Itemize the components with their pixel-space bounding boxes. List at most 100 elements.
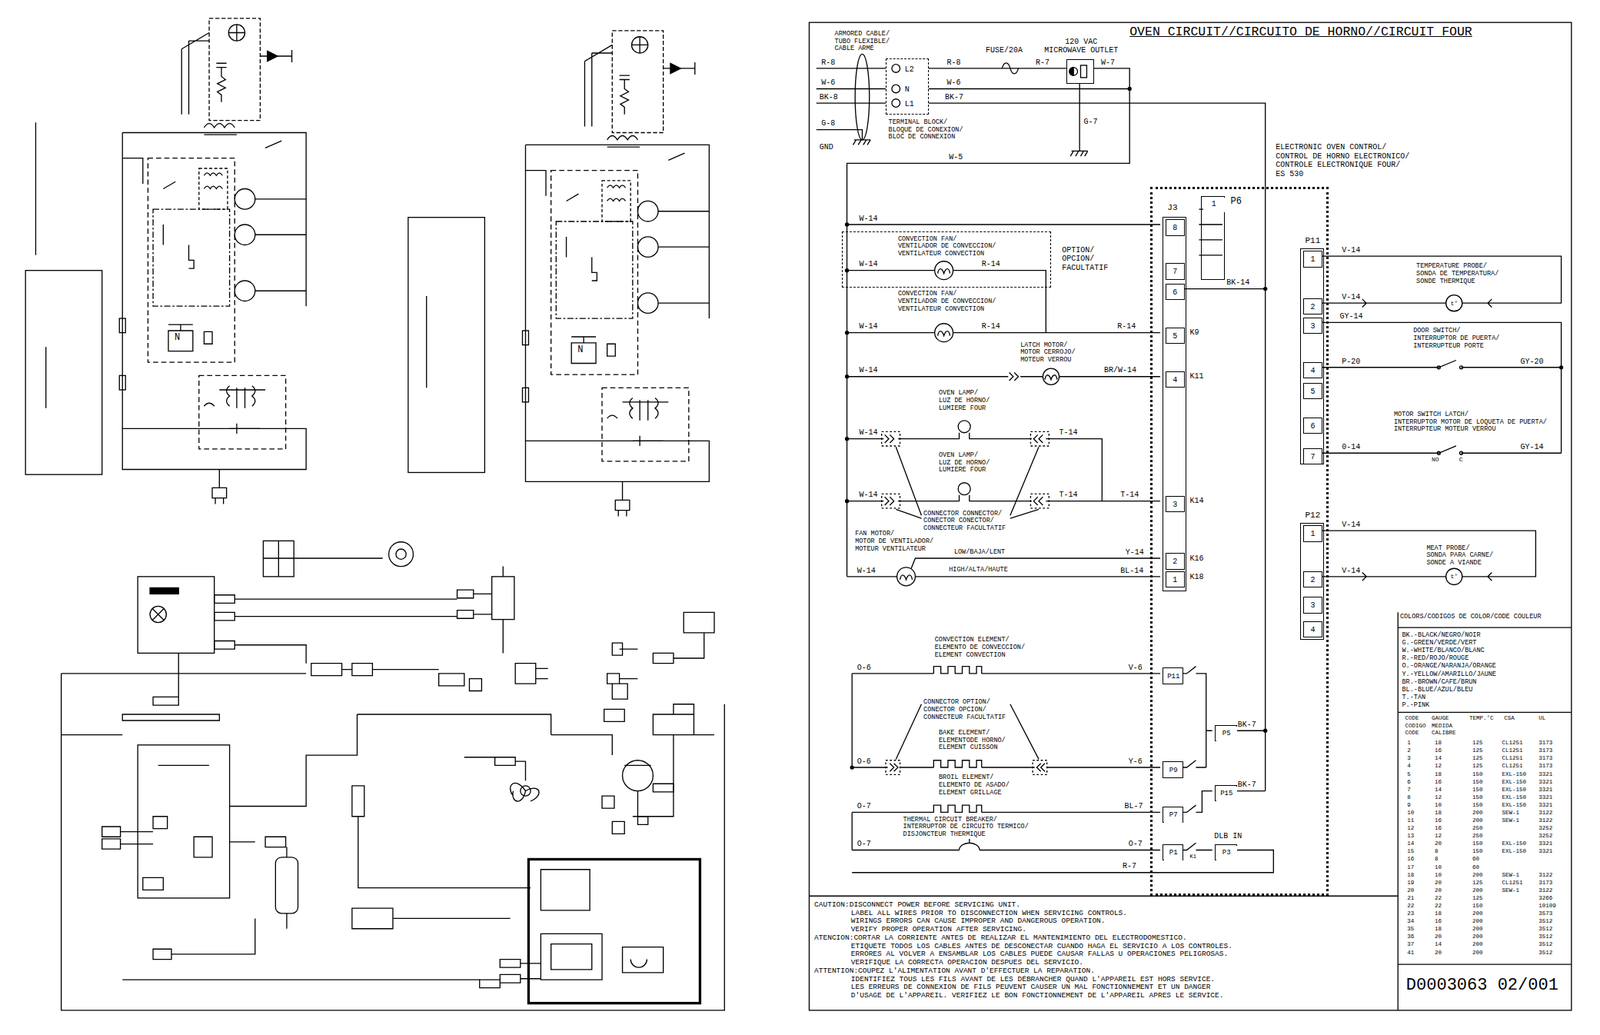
text-line: N bbox=[904, 85, 910, 95]
drawing-line bbox=[808, 22, 1571, 1011]
drawing-line bbox=[102, 826, 154, 849]
text-line: 125 bbox=[1472, 755, 1484, 762]
text-line: 4 bbox=[1407, 762, 1411, 770]
text-line: 125 bbox=[1472, 739, 1484, 747]
text-line: MOTOR CERROJO/ bbox=[1020, 349, 1075, 357]
text-line: T-14 bbox=[1059, 490, 1078, 500]
wire-code: BK-7 bbox=[944, 93, 964, 103]
node-label: TERMINAL BLOCK/ BLOQUE DE CONEXION/ BLOC… bbox=[888, 119, 964, 142]
text-line: 1 bbox=[1303, 525, 1322, 543]
table-cell: 3173 bbox=[1538, 755, 1553, 762]
table-cell: 14 bbox=[1434, 755, 1442, 762]
text-line: G-8 bbox=[821, 119, 835, 129]
text-line: SONDE A VIANDE bbox=[1426, 559, 1494, 568]
table-cell: 200 bbox=[1472, 809, 1484, 817]
text-line: DOOR SWITCH/ bbox=[1413, 327, 1500, 336]
table-cell: 200 bbox=[1472, 817, 1484, 825]
text-line: P1 bbox=[1164, 845, 1183, 861]
text-line: BL-14 bbox=[1120, 566, 1144, 576]
drawing-line bbox=[851, 804, 1161, 812]
drawing-line bbox=[1446, 568, 1463, 585]
text-line: 150 bbox=[1472, 778, 1484, 786]
drawing-line bbox=[234, 593, 492, 663]
text-line: 15 bbox=[1407, 848, 1414, 855]
text-line: 8 bbox=[1407, 794, 1411, 802]
drawing-line bbox=[854, 53, 870, 140]
pin-number: 6 bbox=[1303, 417, 1323, 434]
text-line: SONDE THERMIQUE bbox=[1416, 278, 1499, 287]
drawing-line bbox=[604, 642, 639, 722]
table-cell: 10109 bbox=[1538, 902, 1557, 910]
color-code: T.-TAN bbox=[1402, 694, 1427, 702]
text-line: P11 bbox=[1164, 669, 1183, 685]
text-line: W-5 bbox=[948, 153, 963, 163]
drawing-line bbox=[61, 735, 480, 981]
table-cell: 200 bbox=[1472, 871, 1484, 879]
pin-number: 1 bbox=[1165, 571, 1185, 588]
text-line: BK-14 bbox=[1226, 278, 1250, 288]
text-line: BAKE ELEMENT/ bbox=[938, 729, 1006, 738]
text-line: EXL-150 bbox=[1502, 848, 1527, 855]
table-cell: 3122 bbox=[1538, 871, 1553, 879]
part-label: ARMORED CABLE/ TUBO FLEXIBLE/ CABLE ARMÉ bbox=[834, 30, 890, 54]
drawing-line bbox=[25, 270, 103, 475]
part-label: THERMAL CIRCUIT BREAKER/ INTERRUPTOR DE … bbox=[903, 816, 1029, 839]
text-line: ATENCION:CORTAR LA CORRIENTE ANTES DE RE… bbox=[814, 934, 1188, 943]
drawing-line bbox=[119, 18, 307, 505]
drawing-line bbox=[502, 566, 504, 654]
text-line: t° bbox=[1450, 299, 1459, 307]
table-cell: 16 bbox=[1434, 747, 1442, 755]
text-line: VENTILADOR DE CONVECCION/ bbox=[898, 298, 997, 307]
connector-block: P111234567 bbox=[1300, 248, 1324, 465]
text-line: CODIGO bbox=[1405, 722, 1427, 730]
drawing-line bbox=[851, 760, 1161, 772]
text-line: SONDA PARA CARNE/ bbox=[1426, 552, 1494, 560]
drawing-line bbox=[234, 189, 256, 210]
wire-code: BK-8 bbox=[819, 93, 839, 103]
text-line: NO bbox=[1431, 455, 1440, 463]
table-cell: 18 bbox=[1407, 871, 1414, 879]
text-line: MEAT PROBE/ bbox=[1426, 545, 1494, 553]
text-line: EXL-150 bbox=[1502, 801, 1527, 809]
text-line: INTERRUPTEUR PORTE bbox=[1413, 342, 1500, 351]
part-label: MEAT PROBE/ SONDA PARA CARNE/ SONDE A VI… bbox=[1426, 545, 1494, 568]
drawing-line bbox=[1437, 365, 1441, 370]
text-line: BROIL ELEMENT/ bbox=[938, 774, 1010, 782]
table-cell: 150 bbox=[1472, 840, 1484, 848]
drawing-line bbox=[522, 30, 710, 517]
wire-code: G-8 bbox=[821, 119, 835, 129]
text-line: CONVECTION FAN/ bbox=[898, 236, 997, 244]
drawing-line bbox=[847, 432, 1103, 502]
text-line: 60 bbox=[1472, 855, 1480, 863]
wire-code: P-20 bbox=[1341, 357, 1361, 367]
pin-number: 1 bbox=[1203, 197, 1225, 213]
text-line: 13 bbox=[1407, 832, 1414, 840]
table-cell: 8 bbox=[1407, 794, 1411, 802]
text-line: 22 bbox=[1434, 894, 1442, 902]
pin-number: 8 bbox=[1165, 219, 1185, 236]
relay-label: K9 bbox=[1189, 328, 1199, 338]
text-line: 150 bbox=[1472, 771, 1484, 779]
text-line: K16 bbox=[1189, 554, 1204, 564]
relay-terminal: P15 bbox=[1214, 785, 1238, 802]
wire-code: V-14 bbox=[1341, 520, 1361, 530]
table-cell: 36 bbox=[1407, 933, 1414, 941]
text-line: 3321 bbox=[1538, 801, 1553, 809]
drawing-line bbox=[895, 446, 1039, 519]
table-header: CODE bbox=[1405, 729, 1420, 737]
table-cell: 9 bbox=[1407, 801, 1411, 809]
text-line: OVEN LAMP/ bbox=[938, 389, 990, 398]
text-line: ELEMENTODE HORNO/ bbox=[938, 737, 1006, 746]
drawing-line bbox=[122, 652, 220, 721]
table-cell: 200 bbox=[1472, 925, 1484, 933]
text-line: UL bbox=[1538, 715, 1546, 722]
text-line: 12 bbox=[1434, 794, 1442, 802]
text-line: ERRORES AL VOLVER A ENSAMBLAR LOS CABLES… bbox=[851, 950, 1228, 959]
pin-number: 5 bbox=[1303, 382, 1323, 400]
text-line: 4 bbox=[1166, 372, 1185, 389]
text-line: W-14 bbox=[857, 566, 876, 576]
text-line: MOTEUR VERROU bbox=[1020, 356, 1075, 365]
drawing-line bbox=[234, 280, 256, 302]
text-line: EXL-150 bbox=[1502, 794, 1527, 802]
table-cell: 200 bbox=[1472, 910, 1484, 918]
